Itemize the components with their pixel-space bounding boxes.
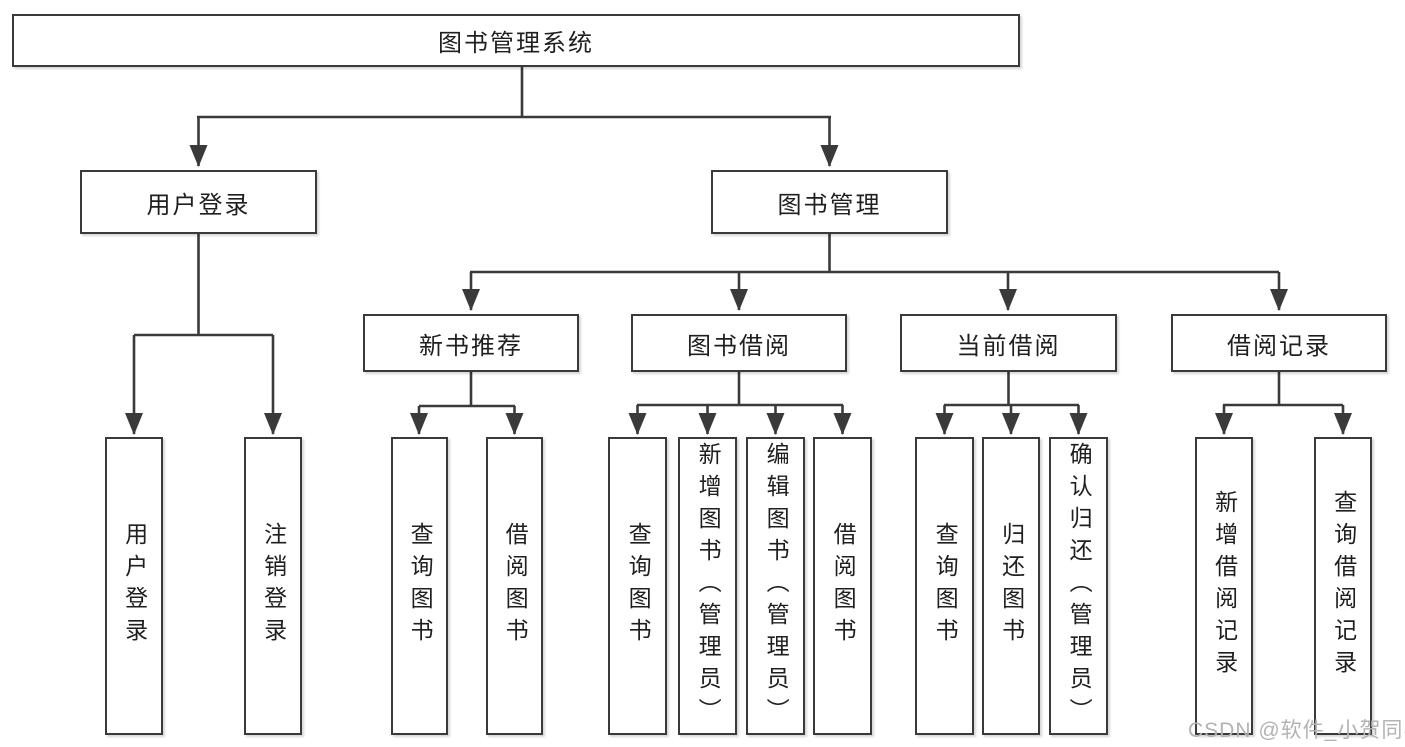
- node-book-borrowing: 图书借阅: [631, 314, 847, 372]
- leaf-user-login: 用户登录: [105, 437, 163, 735]
- node-label: 当前借阅: [956, 332, 1061, 360]
- node-label: 用户登录: [121, 522, 148, 650]
- node-borrowing-records: 借阅记录: [1171, 314, 1387, 372]
- leaf-return-books: 归还图书: [982, 437, 1040, 735]
- node-new-book-recommendation: 新书推荐: [363, 314, 579, 372]
- leaf-logout: 注销登录: [244, 437, 302, 735]
- node-label: 确认归还（管理员）: [1066, 442, 1093, 730]
- leaf-add-books-admin: 新增图书（管理员）: [678, 437, 737, 735]
- node-library-management-system: 图书管理系统: [12, 14, 1020, 67]
- leaf-borrow-books-recommend: 借阅图书: [486, 437, 543, 735]
- leaf-edit-books-admin: 编辑图书（管理员）: [746, 437, 805, 735]
- node-label: 借阅记录: [1227, 332, 1331, 360]
- leaf-borrow-books-borrowing: 借阅图书: [813, 437, 872, 735]
- node-label: 查询借阅记录: [1330, 490, 1357, 682]
- node-label: 查询图书: [932, 522, 959, 650]
- node-current-borrowing: 当前借阅: [900, 314, 1117, 372]
- node-label: 图书管理系统: [438, 30, 594, 57]
- node-label: 查询图书: [625, 522, 652, 650]
- node-label: 注销登录: [260, 522, 287, 650]
- leaf-query-books-borrowing: 查询图书: [608, 437, 667, 735]
- node-user-login: 用户登录: [80, 170, 317, 234]
- node-label: 归还图书: [998, 522, 1025, 650]
- leaf-confirm-return-admin: 确认归还（管理员）: [1049, 437, 1108, 735]
- leaf-query-books-recommend: 查询图书: [391, 437, 448, 735]
- node-label: 借阅图书: [502, 522, 529, 650]
- node-label: 新增图书（管理员）: [695, 442, 722, 730]
- node-label: 用户登录: [146, 191, 251, 219]
- node-book-management: 图书管理: [711, 170, 948, 234]
- node-label: 图书管理: [777, 191, 882, 219]
- leaf-add-borrow-record: 新增借阅记录: [1195, 437, 1253, 735]
- node-label: 新书推荐: [419, 332, 523, 360]
- node-label: 查询图书: [407, 522, 434, 650]
- watermark: CSDN @软件_小贺同学: [1188, 719, 1405, 742]
- node-label: 借阅图书: [830, 522, 857, 650]
- node-label: 编辑图书（管理员）: [763, 442, 790, 730]
- leaf-query-books-current: 查询图书: [915, 437, 974, 735]
- node-label: 新增借阅记录: [1211, 490, 1238, 682]
- node-label: 图书借阅: [687, 332, 791, 360]
- leaf-query-borrow-record: 查询借阅记录: [1314, 437, 1372, 735]
